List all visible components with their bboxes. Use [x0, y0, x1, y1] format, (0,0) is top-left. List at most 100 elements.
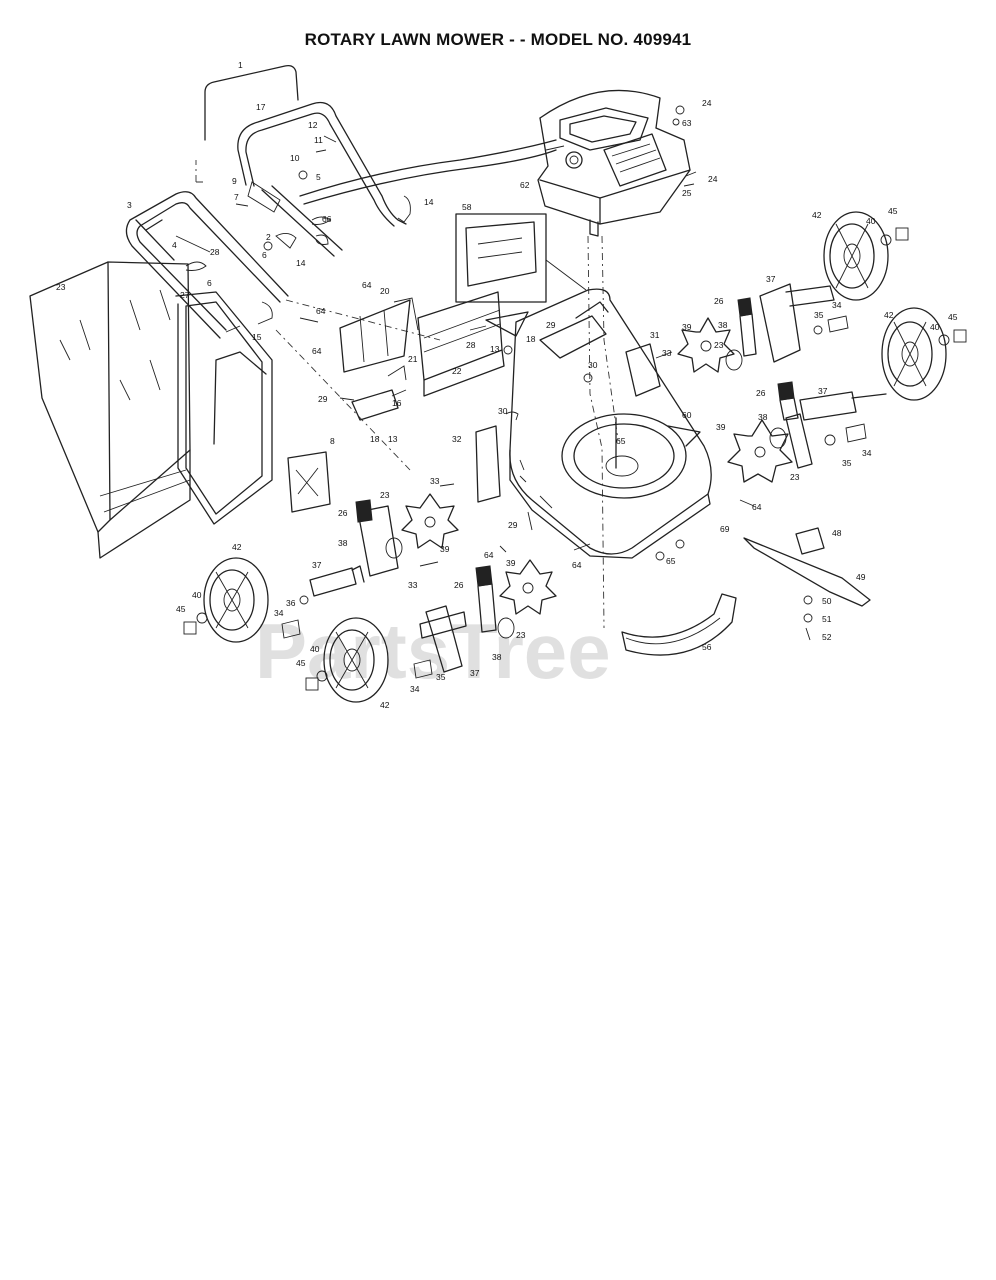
- part-label: 62: [520, 180, 530, 190]
- part-label: 14: [296, 258, 306, 268]
- part-label: 23: [714, 340, 724, 350]
- rear-skirt: [417, 291, 505, 397]
- part-label: 37: [312, 560, 322, 570]
- part-label: 21: [408, 354, 418, 364]
- part-label: 33: [662, 348, 672, 358]
- part-label: 29: [546, 320, 556, 330]
- gear-right-lower: [727, 419, 793, 483]
- part-label: 9: [232, 176, 237, 186]
- part-label: 23: [790, 472, 800, 482]
- part-label: 27: [180, 290, 190, 300]
- part-label: 34: [410, 684, 420, 694]
- diagram-title: ROTARY LAWN MOWER - - MODEL NO. 409941: [304, 30, 692, 49]
- part-label: 33: [408, 580, 418, 590]
- part-label: 25: [682, 188, 692, 198]
- part-label: 38: [718, 320, 728, 330]
- part-label: 17: [256, 102, 266, 112]
- part-label: 52: [822, 632, 832, 642]
- part-label: 64: [316, 306, 326, 316]
- part-label: 40: [310, 644, 320, 654]
- part-label: 69: [720, 524, 730, 534]
- part-label: 4: [172, 240, 177, 250]
- blade: [743, 527, 871, 641]
- part-label: 5: [316, 172, 321, 182]
- part-label: 14: [424, 197, 434, 207]
- part-label: 49: [856, 572, 866, 582]
- part-label: 65: [616, 436, 626, 446]
- part-label: 37: [470, 668, 480, 678]
- mower-deck: [509, 288, 712, 559]
- part-label: 40: [930, 322, 940, 332]
- part-label: 1: [238, 60, 243, 70]
- part-label: 39: [440, 544, 450, 554]
- part-label: 56: [702, 642, 712, 652]
- part-label: 22: [452, 366, 462, 376]
- part-label: 42: [812, 210, 822, 220]
- part-label: 32: [452, 434, 462, 444]
- part-label: 18: [370, 434, 380, 444]
- part-label: 64: [484, 550, 494, 560]
- part-label: 45: [296, 658, 306, 668]
- part-label: 26: [454, 580, 464, 590]
- part-label: 10: [290, 153, 300, 163]
- part-label: 6: [262, 250, 267, 260]
- part-label: 36: [286, 598, 296, 608]
- part-label: 30: [588, 360, 598, 370]
- watermark-text: PartsTree: [255, 607, 611, 695]
- part-label: 6: [207, 278, 212, 288]
- part-label: 24: [702, 98, 712, 108]
- part-label: 50: [822, 596, 832, 606]
- part-label: 58: [462, 202, 472, 212]
- part-label: 42: [232, 542, 242, 552]
- part-label: 8: [330, 436, 335, 446]
- part-label: 64: [572, 560, 582, 570]
- part-label: 38: [492, 652, 502, 662]
- part-label: 29: [318, 394, 328, 404]
- part-label: 42: [884, 310, 894, 320]
- part-label: 35: [814, 310, 824, 320]
- part-label: 38: [338, 538, 348, 548]
- gear-left-front: [401, 493, 459, 549]
- part-label: 28: [466, 340, 476, 350]
- part-label: 33: [430, 476, 440, 486]
- part-labels: 1 17 12 11 10 5 9 7 66 14 2 6 14 3 4 28 …: [56, 60, 958, 710]
- part-label: 28: [210, 247, 220, 257]
- part-label: 65: [666, 556, 676, 566]
- part-label: 2: [266, 232, 271, 242]
- gear-right-upper: [677, 317, 735, 373]
- part-label: 39: [716, 422, 726, 432]
- part-label: 13: [388, 434, 398, 444]
- part-label: 3: [127, 200, 132, 210]
- part-label: 37: [818, 386, 828, 396]
- part-label: 34: [862, 448, 872, 458]
- part-label: 34: [832, 300, 842, 310]
- wheel-left-front: [305, 617, 389, 703]
- engine: [537, 89, 697, 237]
- part-label: 39: [506, 558, 516, 568]
- part-label: 26: [714, 296, 724, 306]
- part-label: 45: [948, 312, 958, 322]
- part-label: 40: [866, 216, 876, 226]
- part-label: 18: [526, 334, 536, 344]
- part-label: 23: [380, 490, 390, 500]
- part-label: 51: [822, 614, 832, 624]
- gear-left-lower: [499, 559, 557, 615]
- wheel-left-rear: [183, 557, 269, 643]
- wheel-upper-right: [823, 211, 909, 301]
- part-label: 11: [314, 135, 323, 145]
- part-label: 7: [234, 192, 239, 202]
- part-label: 48: [832, 528, 842, 538]
- part-label: 45: [176, 604, 186, 614]
- part-label: 42: [380, 700, 390, 710]
- part-label: 66: [322, 214, 332, 224]
- part-label: 38: [758, 412, 768, 422]
- part-label: 20: [380, 286, 390, 296]
- part-label: 23: [516, 630, 526, 640]
- part-label: 23: [56, 282, 66, 292]
- part-label: 34: [274, 608, 284, 618]
- part-label: 16: [392, 398, 402, 408]
- plate-58: [455, 213, 547, 303]
- part-label: 31: [650, 330, 660, 340]
- part-label: 39: [682, 322, 692, 332]
